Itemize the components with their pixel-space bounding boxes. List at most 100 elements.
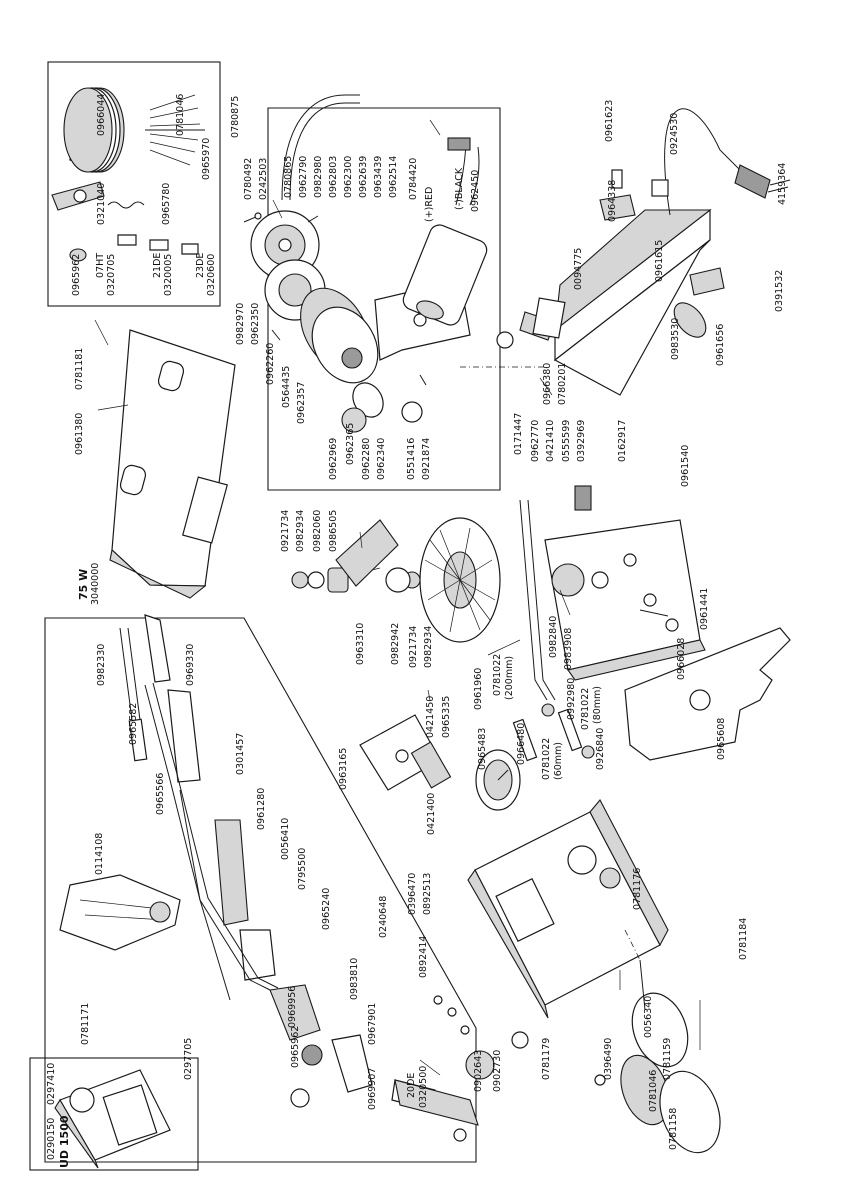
- label-0301457: 0301457: [235, 733, 246, 775]
- panel-screws-icon: [433, 995, 606, 1086]
- label-0983908: 0983908: [563, 628, 574, 670]
- label-0421450: 0421450: [425, 696, 436, 738]
- label-0781046-top: 0781046: [175, 94, 186, 136]
- label-0966380: 0966380: [542, 363, 553, 405]
- motor-assembly-box: [267, 107, 501, 491]
- soldering-iron-icon: [144, 614, 436, 1111]
- label-0162917: 0162917: [617, 420, 628, 462]
- label-0969907: 0969907: [367, 1068, 378, 1110]
- label-0986505: 0986505: [328, 510, 339, 552]
- label-23de-code: 0320600: [206, 254, 217, 296]
- iron-tube-icon: [119, 627, 148, 762]
- label-0992980: 0992980: [566, 678, 577, 720]
- label-0963165: 0963165: [338, 748, 349, 790]
- tee-fitting-icon: [512, 703, 595, 762]
- label-0962350: 0962350: [250, 303, 261, 345]
- pressure-gauge-icon: [475, 749, 521, 811]
- leader-lines: [94, 119, 701, 1076]
- label-0780201: 0780201: [557, 363, 568, 405]
- terminal-block-icon: [574, 485, 592, 511]
- label-0781184: 0781184: [738, 918, 749, 960]
- label-stand-model: UD 1500: [58, 1115, 71, 1168]
- label-0421400: 0421400: [426, 793, 437, 835]
- label-0926840: 0926840: [595, 728, 606, 770]
- label-0961960: 0961960: [473, 668, 484, 710]
- label-0781022-b: 0781022: [580, 688, 591, 730]
- label-07ht-name: 07HT: [95, 253, 106, 278]
- part-labels: 0966044 0781046 0965970 0321040 0965780 …: [46, 94, 788, 1168]
- label-0781022-a: 0781022: [492, 654, 503, 696]
- label-0892414: 0892414: [418, 936, 429, 978]
- label-0982840: 0982840: [548, 616, 559, 658]
- label-0781022-c: 0781022: [541, 738, 552, 780]
- label-21de-code: 0320005: [163, 254, 174, 296]
- label-0780875: 0780875: [230, 96, 241, 138]
- label-0982934-a: 0982934: [295, 510, 306, 552]
- filter-housing-icon: [620, 959, 721, 1154]
- air-hose-icon: [281, 94, 360, 201]
- label-0962300: 0962300: [343, 156, 354, 198]
- label-0982980: 0982980: [313, 156, 324, 198]
- label-21de-name: 21DE: [152, 253, 163, 278]
- label-0297705: 0297705: [183, 1038, 194, 1080]
- label-0795500: 0795500: [297, 848, 308, 890]
- accessory-box: [47, 61, 221, 307]
- label-23de-name: 23DE: [195, 253, 206, 278]
- screw-icons-motor: [243, 212, 427, 386]
- filter-leader: [624, 929, 641, 961]
- label-0969330: 0969330: [185, 644, 196, 686]
- label-0965335: 0965335: [441, 696, 452, 738]
- label-0396470: 0396470: [407, 873, 418, 915]
- pump-body-icon: [300, 287, 379, 384]
- label-0962803: 0962803: [328, 156, 339, 198]
- label-0781158: 0781158: [668, 1108, 679, 1150]
- label-0965566: 0965566: [155, 773, 166, 815]
- label-0965962-top: 0965962: [71, 254, 82, 296]
- label-0962365: 0962365: [345, 423, 356, 465]
- label-0963439: 0963439: [373, 156, 384, 198]
- label-len60: (60mm): [553, 742, 564, 780]
- label-red-lead: (+)RED: [424, 187, 435, 222]
- tip-nozzle-icons: [69, 234, 199, 262]
- air-tube-shade: [527, 499, 556, 701]
- front-case-icon: [467, 799, 669, 1019]
- label-0392969: 0392969: [576, 420, 587, 462]
- label-0962280: 0962280: [361, 438, 372, 480]
- label-0962357: 0962357: [296, 382, 307, 424]
- label-len80: (80mm): [592, 686, 603, 724]
- label-0965970: 0965970: [201, 138, 212, 180]
- label-0983530: 0983530: [670, 318, 681, 360]
- label-20de-name: 20DE: [406, 1073, 417, 1098]
- label-0781046-b: 0781046: [648, 1070, 659, 1112]
- tip-tool-icon: [51, 181, 105, 211]
- label-0961656: 0961656: [715, 324, 726, 366]
- label-plate-icon: [532, 297, 566, 339]
- cord-grommet-icon: [673, 302, 707, 338]
- label-0056410: 0056410: [280, 818, 291, 860]
- label-0965608: 0965608: [716, 718, 727, 760]
- power-case-icon: [553, 208, 712, 396]
- stand-box: [29, 1057, 199, 1171]
- label-0781179: 0781179: [541, 1038, 552, 1080]
- diaphragm-icon: [341, 382, 423, 433]
- label-0964338: 0964338: [607, 180, 618, 222]
- label-0391532: 0391532: [774, 270, 785, 312]
- handpiece-nozzle-icon: [394, 1079, 479, 1142]
- label-0892513: 0892513: [422, 873, 433, 915]
- label-0781171: 0781171: [80, 1003, 91, 1045]
- cleaning-sponge-pads-icon: [63, 87, 125, 173]
- main-pcb-tray-icon: [544, 519, 706, 681]
- temperature-knob-icon: [465, 1031, 529, 1080]
- air-tube-200mm-icon: [519, 499, 548, 701]
- label-0784420: 0784420: [408, 158, 419, 200]
- label-4159364: 4159364: [777, 163, 788, 205]
- toroidal-transformer-icon: [419, 517, 501, 643]
- iron-stand-icon: [54, 1069, 171, 1169]
- iron-cable-icon: [144, 682, 279, 991]
- label-0969956: 0969956: [287, 986, 298, 1028]
- label-0961623: 0961623: [604, 100, 615, 142]
- spring-icon: [107, 201, 145, 209]
- transformer-hardware-icon: [291, 567, 421, 593]
- pump-head-icon: [250, 210, 326, 321]
- label-0094775: 0094775: [573, 248, 584, 290]
